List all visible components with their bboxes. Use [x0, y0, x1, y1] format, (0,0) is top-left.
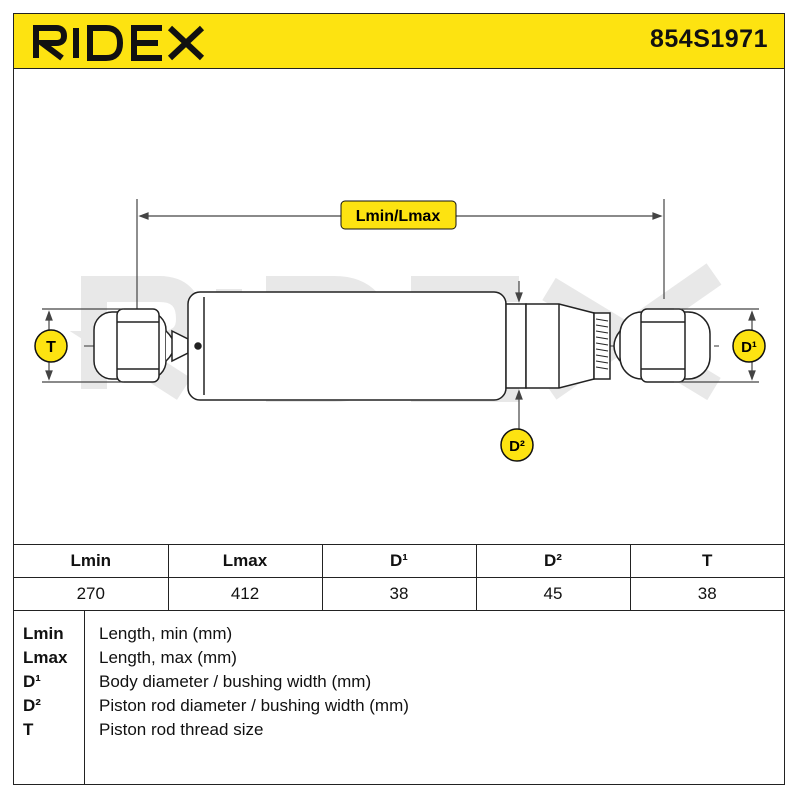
piston-rod-section	[505, 303, 611, 389]
product-sheet: 854S1971 Lmin/Lmax	[13, 13, 785, 785]
rod-diameter-dimension	[515, 281, 523, 429]
spec-value-row: 270 412 38 45 38	[14, 577, 784, 611]
legend-desc: Piston rod diameter / bushing width (mm)	[99, 696, 409, 715]
spec-header-lmin: Lmin	[14, 544, 169, 578]
part-number: 854S1971	[649, 25, 768, 53]
spec-header-row: Lmin Lmax D¹ D² T	[14, 544, 784, 578]
legend: Lmin Length, min (mm) Lmax Length, max (…	[14, 610, 784, 785]
spec-value-lmin: 270	[14, 577, 169, 611]
legend-desc: Length, min (mm)	[99, 624, 233, 643]
thread-label: T	[46, 339, 56, 356]
left-mounting-eye	[93, 308, 175, 383]
spec-value-d2: 45	[475, 577, 631, 611]
spec-table: Lmin Lmax D¹ D² T 270 412 38 45 38	[14, 544, 784, 611]
shock-absorber-drawing: Lmin/Lmax	[14, 69, 784, 544]
spec-header-d2: D²	[475, 544, 631, 578]
legend-item: Lmin Length, min (mm)	[14, 624, 784, 648]
rod-diameter-badge	[500, 428, 534, 462]
legend-code: D¹	[23, 672, 41, 691]
rod-diameter-label: D²	[509, 438, 525, 455]
legend-code: D²	[23, 696, 41, 715]
length-label-box	[340, 200, 457, 230]
header-bar: 854S1971	[14, 14, 784, 69]
legend-item: Lmax Length, max (mm)	[14, 648, 784, 672]
legend-code: Lmin	[23, 624, 64, 643]
right-mounting-eye	[613, 308, 711, 383]
thread-badge	[34, 329, 68, 363]
spec-header-t: T	[629, 544, 784, 578]
spec-value-lmax: 412	[167, 577, 323, 611]
legend-item: D² Piston rod diameter / bushing width (…	[14, 696, 784, 720]
legend-code: Lmax	[23, 648, 68, 667]
spec-value-d1: 38	[321, 577, 477, 611]
legend-item: D¹ Body diameter / bushing width (mm)	[14, 672, 784, 696]
legend-desc: Piston rod thread size	[99, 720, 264, 739]
legend-desc: Length, max (mm)	[99, 648, 237, 667]
spec-header-d1: D¹	[321, 544, 477, 578]
ridex-logo	[33, 25, 205, 61]
damper-body	[187, 291, 507, 401]
legend-item: T Piston rod thread size	[14, 720, 784, 744]
spec-value-t: 38	[629, 577, 784, 611]
length-label: Lmin/Lmax	[356, 208, 441, 225]
legend-code: T	[23, 720, 34, 739]
body-diameter-label: D¹	[741, 339, 757, 356]
legend-divider	[84, 610, 85, 785]
spec-header-lmax: Lmax	[167, 544, 323, 578]
body-diameter-badge	[732, 329, 766, 363]
legend-desc: Body diameter / bushing width (mm)	[99, 672, 372, 691]
